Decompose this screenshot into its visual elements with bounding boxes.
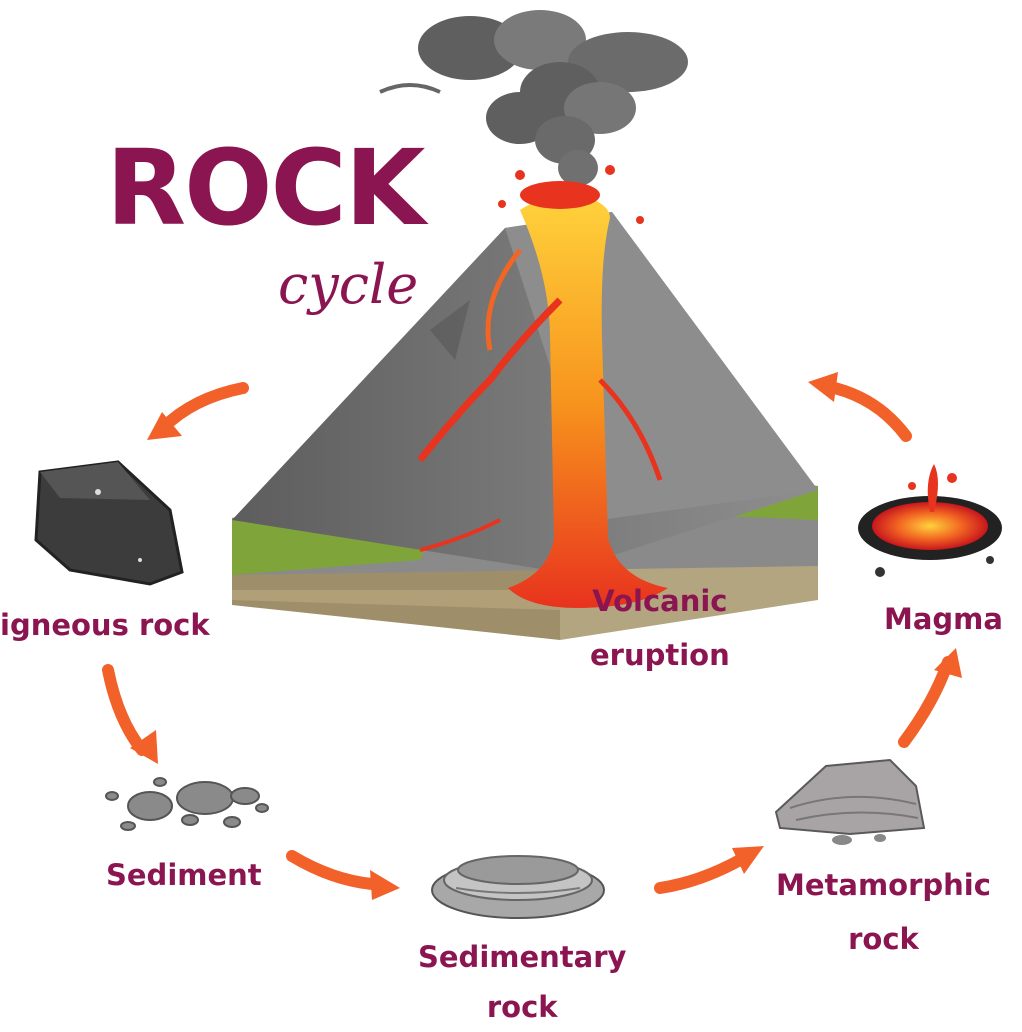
arrow-sediment-to-sedimentary — [286, 850, 400, 900]
arrow-magma-to-volcano — [808, 372, 912, 442]
metamorphic-rock-illustration — [774, 758, 926, 845]
arrow-igneous-to-sediment — [102, 664, 158, 764]
arrow-metamorphic-to-magma — [898, 648, 962, 748]
label-sedimentary-rock: Sedimentary rock — [418, 940, 627, 1024]
arrow-volcano-to-igneous — [147, 382, 249, 440]
label-igneous-rock: igneous rock — [0, 608, 210, 642]
sediment-illustration — [105, 777, 269, 831]
arrow-sedimentary-to-metamorphic — [654, 846, 764, 894]
lava-flow — [417, 165, 668, 608]
title-main: ROCK — [106, 127, 425, 249]
igneous-rock-illustration — [34, 460, 184, 586]
title-subtitle: cycle — [278, 253, 419, 316]
label-sediment: Sediment — [106, 858, 262, 892]
magma-illustration — [858, 464, 1002, 577]
label-metamorphic-rock: Metamorphic rock — [776, 868, 991, 956]
label-volcanic-eruption: Volcanic eruption — [590, 584, 730, 672]
smoke-plume — [379, 10, 688, 186]
cycle-arrows — [102, 372, 962, 900]
sedimentary-rock-illustration — [431, 855, 605, 919]
label-magma: Magma — [884, 602, 1003, 636]
